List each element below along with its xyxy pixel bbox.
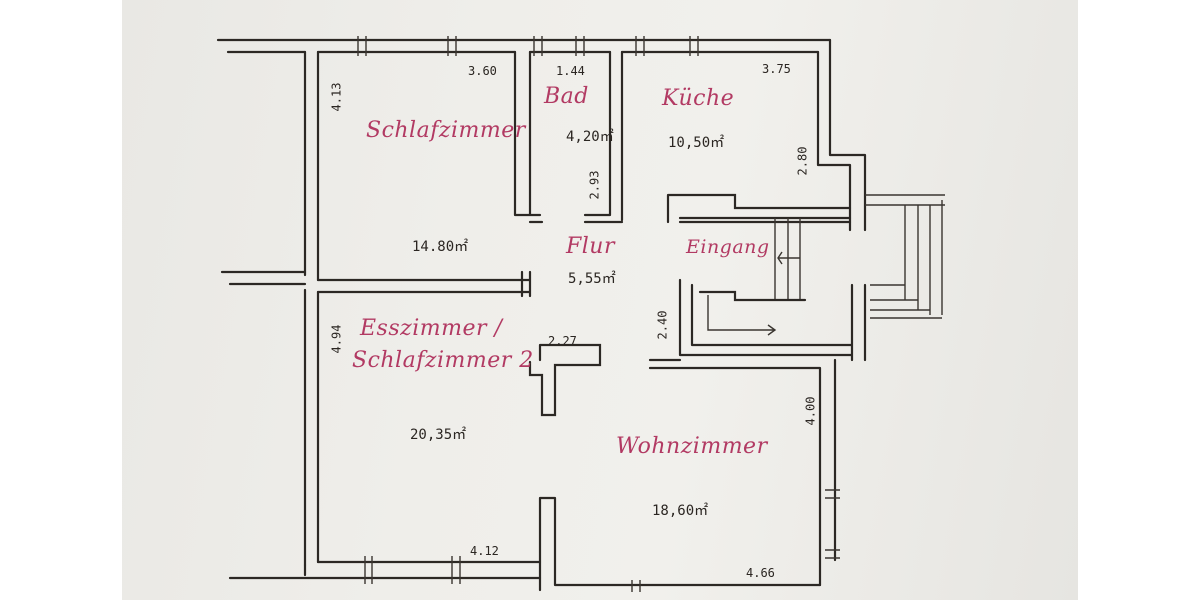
- room-label-bad: Bad: [544, 84, 589, 109]
- living-bottom-wall: [538, 496, 822, 592]
- left-wall: [303, 50, 320, 567]
- dim-wohnzimmer-width: 4.66: [746, 566, 775, 580]
- dim-kueche-height: 2.80: [795, 146, 810, 176]
- bath-wall-right: [583, 50, 624, 224]
- kitchen-lower-wall: [666, 193, 852, 224]
- closet-walls: [528, 343, 602, 417]
- bedroom-dining-partition: [316, 270, 532, 298]
- dim-schlafzimmer-height: 4.13: [329, 82, 344, 112]
- area-esszimmer: 20,35㎡: [410, 427, 467, 443]
- bath-wall-left: [513, 50, 544, 224]
- dim-kueche-width: 3.75: [762, 62, 791, 76]
- dim-closet-width: 2.27: [548, 334, 577, 348]
- top-window-marks: [357, 36, 699, 56]
- area-kueche: 10,50㎡: [668, 135, 725, 151]
- room-label-esszimmer-line2: Schlafzimmer 2: [352, 348, 534, 373]
- room-label-wohnzimmer: Wohnzimmer: [616, 434, 768, 459]
- bottom-window-marks: [364, 556, 641, 592]
- entrance-steps: [865, 194, 945, 319]
- area-bad: 4,20㎡: [566, 129, 614, 145]
- room-label-schlafzimmer: Schlafzimmer: [366, 118, 526, 143]
- stair-lines: [774, 218, 801, 300]
- living-window-right: [825, 489, 840, 559]
- dim-esszimmer-height: 4.94: [329, 324, 344, 354]
- room-label-eingang: Eingang: [686, 236, 770, 258]
- room-label-esszimmer-line1: Esszimmer /: [360, 316, 503, 341]
- room-label-flur: Flur: [566, 234, 615, 259]
- top-wall: [216, 38, 832, 54]
- living-top-wall: [648, 358, 837, 587]
- dim-wohnzimmer-height: 4.00: [803, 396, 818, 426]
- kitchen-right-wall: [816, 38, 867, 232]
- room-label-kueche: Küche: [662, 86, 735, 111]
- area-wohnzimmer: 18,60㎡: [652, 503, 709, 519]
- entrance-arrow: [707, 295, 777, 336]
- entrance-walls: [678, 278, 867, 362]
- dim-esszimmer-width: 4.12: [470, 544, 499, 558]
- bottom-wall-dining: [228, 560, 542, 580]
- dim-bad-width: 1.44: [556, 64, 585, 78]
- dim-schlafzimmer-width: 3.60: [468, 64, 497, 78]
- left-stub-walls: [220, 270, 307, 286]
- dim-bad-height: 2.93: [587, 170, 602, 200]
- area-flur: 5,55㎡: [568, 271, 616, 287]
- dim-eingang-height: 2.40: [655, 310, 670, 340]
- area-schlafzimmer: 14.80㎡: [412, 239, 469, 255]
